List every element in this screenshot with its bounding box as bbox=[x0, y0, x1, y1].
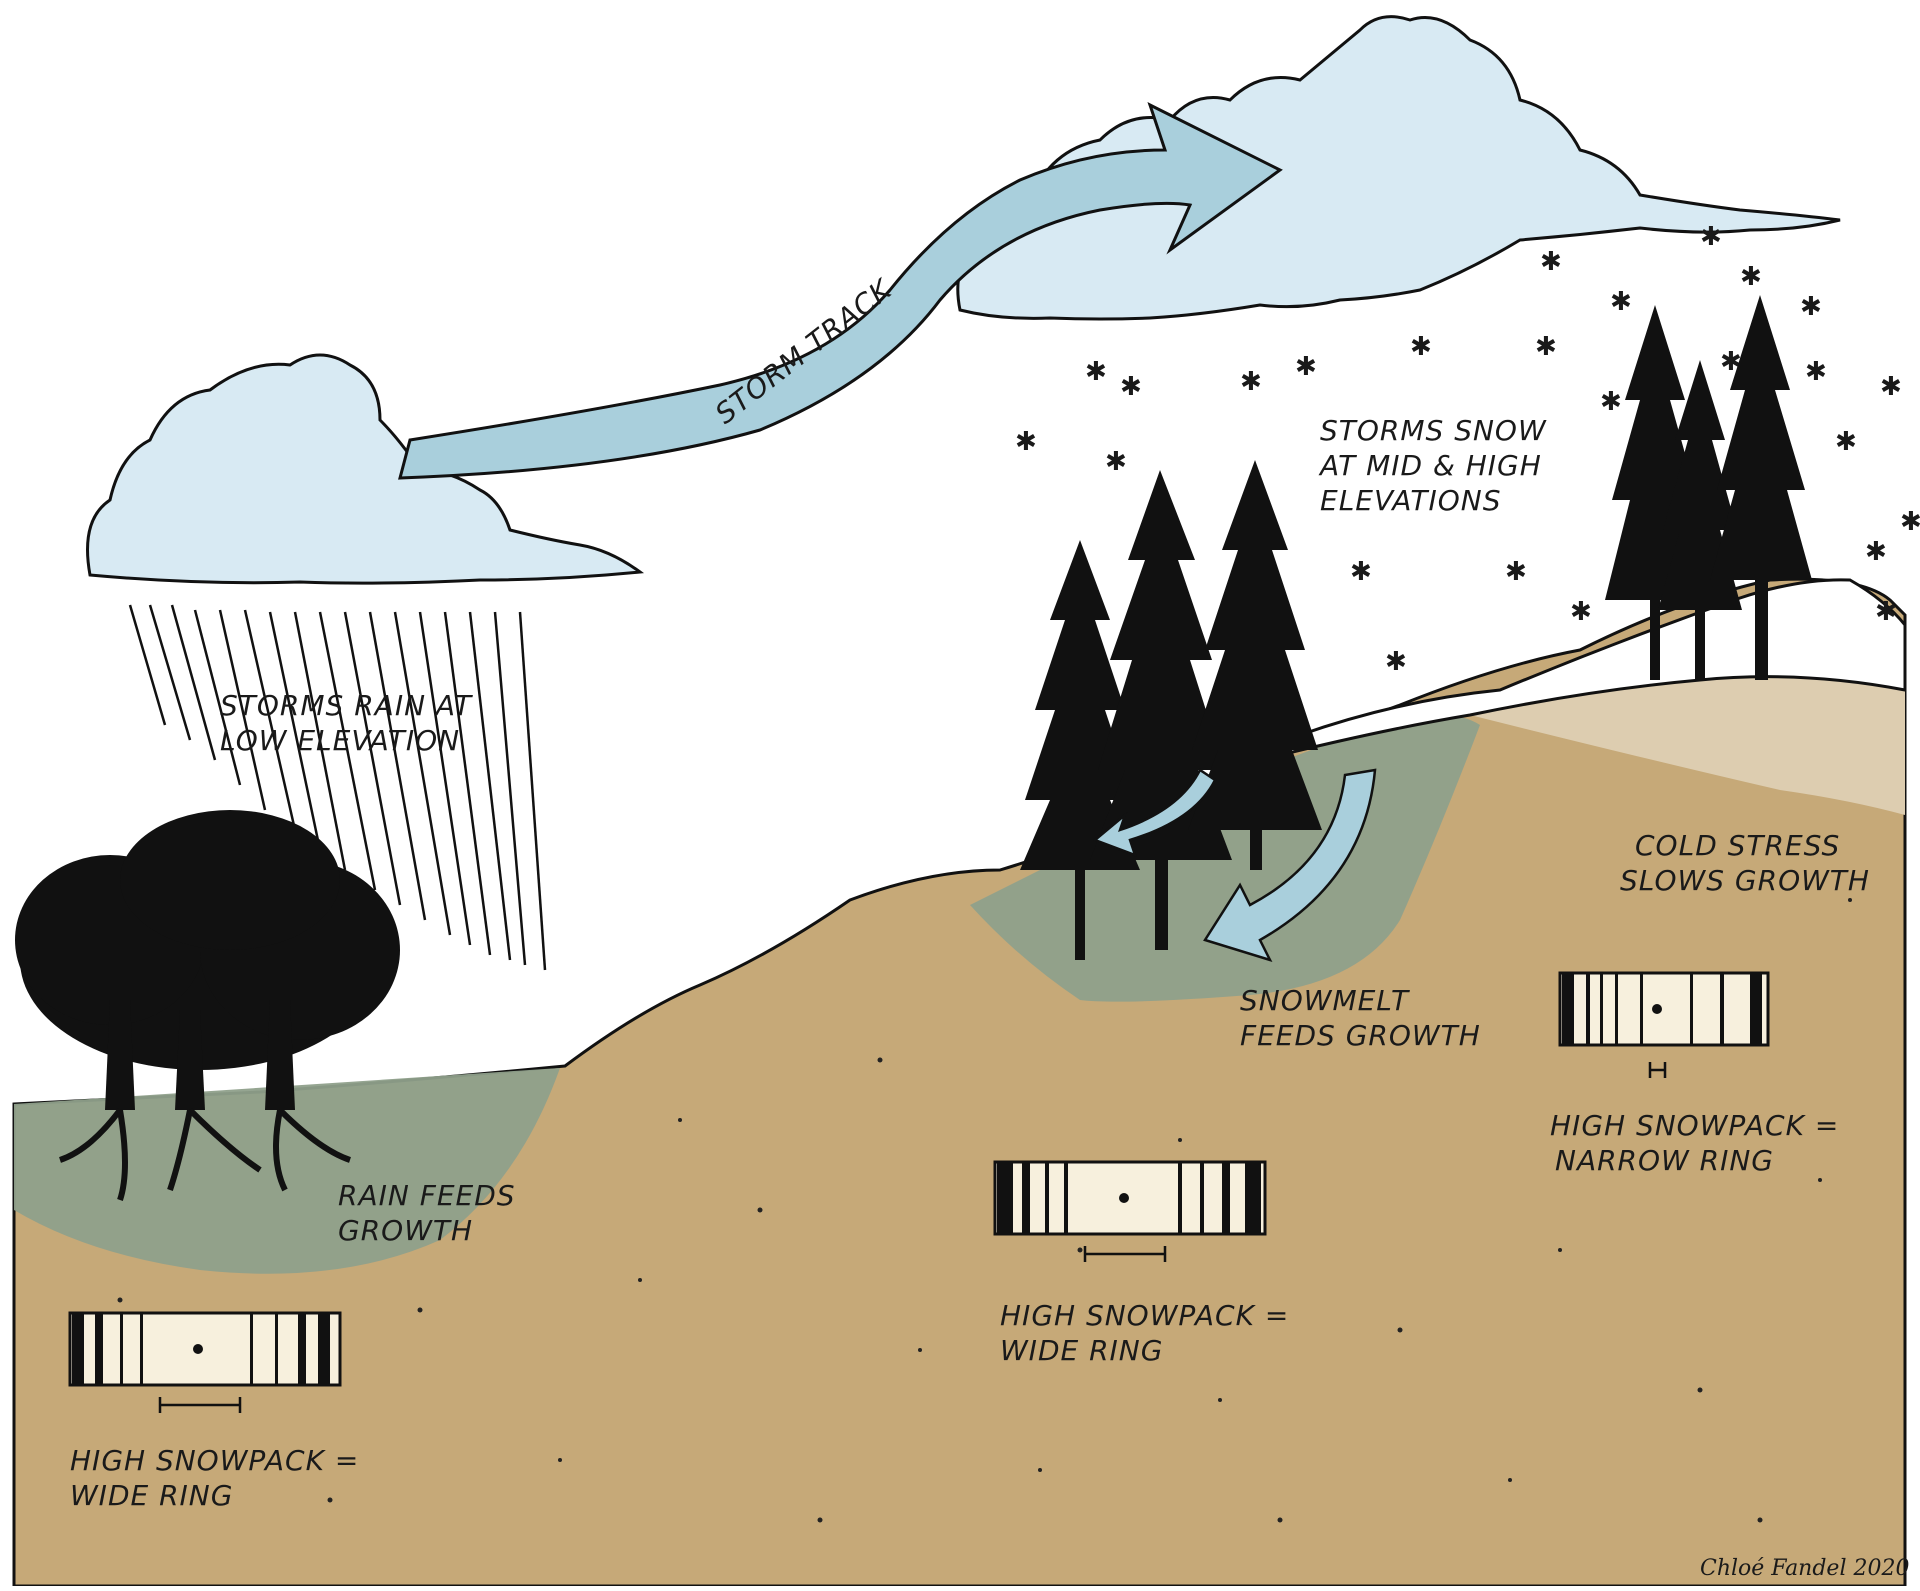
svg-text:✱: ✱ bbox=[1805, 357, 1827, 387]
svg-text:✱: ✱ bbox=[1105, 447, 1127, 477]
snowmelt-label-line1: SNOWMELT bbox=[1240, 984, 1410, 1017]
snowmelt-label-line2: FEEDS GROWTH bbox=[1240, 1019, 1481, 1052]
tree-ring-mid bbox=[993, 1160, 1267, 1262]
storm-track-arrow bbox=[398, 102, 1283, 480]
snowmelt-arrow-right bbox=[1203, 768, 1377, 963]
svg-text:✱: ✱ bbox=[1120, 372, 1142, 402]
svg-text:✱: ✱ bbox=[1385, 647, 1407, 677]
svg-text:✱: ✱ bbox=[1875, 597, 1897, 627]
svg-text:✱: ✱ bbox=[1350, 557, 1372, 587]
ring-high-label-line2: NARROW RING bbox=[1555, 1144, 1774, 1177]
svg-text:✱: ✱ bbox=[1505, 557, 1527, 587]
svg-text:✱: ✱ bbox=[1535, 332, 1557, 362]
snowmelt-arrow-left bbox=[1092, 768, 1217, 858]
svg-text:✱: ✱ bbox=[1240, 367, 1262, 397]
svg-text:✱: ✱ bbox=[1740, 262, 1762, 292]
snowpack bbox=[1213, 578, 1907, 787]
cold-stress-label-line2: SLOWS GROWTH bbox=[1620, 864, 1870, 897]
deciduous-trees bbox=[15, 810, 400, 1110]
svg-text:✱: ✱ bbox=[1865, 537, 1887, 567]
rain-streaks bbox=[128, 604, 547, 971]
snow-high-label-line1: STORMS SNOW bbox=[1320, 414, 1547, 447]
rain-feeds-label-line2: GROWTH bbox=[338, 1214, 473, 1247]
cold-soil bbox=[1470, 676, 1905, 815]
high-conifers bbox=[1605, 295, 1812, 680]
artist-credit: Chloé Fandel 2020 bbox=[1700, 1556, 1909, 1581]
snow-high-label-line2: AT MID & HIGH bbox=[1318, 449, 1542, 482]
deciduous-roots bbox=[58, 1107, 351, 1201]
low-cloud bbox=[86, 353, 645, 585]
rain-low-label-line1: STORMS RAIN AT bbox=[220, 689, 473, 722]
ring-low-label-line1: HIGH SNOWPACK = bbox=[70, 1444, 359, 1477]
snow-high-label-line3: ELEVATIONS bbox=[1320, 484, 1501, 517]
svg-text:✱: ✱ bbox=[1015, 427, 1037, 457]
svg-text:✱: ✱ bbox=[1800, 292, 1822, 322]
tree-ring-low bbox=[68, 1311, 342, 1413]
ring-mid-label-line1: HIGH SNOWPACK = bbox=[1000, 1299, 1289, 1332]
ring-low-label-line2: WIDE RING bbox=[70, 1479, 233, 1512]
ring-high-label-line1: HIGH SNOWPACK = bbox=[1550, 1109, 1839, 1142]
svg-text:✱: ✱ bbox=[1880, 372, 1902, 402]
cold-stress-label-line1: COLD STRESS bbox=[1635, 829, 1840, 862]
svg-text:✱: ✱ bbox=[1410, 332, 1432, 362]
svg-text:✱: ✱ bbox=[1085, 357, 1107, 387]
svg-text:✱: ✱ bbox=[1570, 597, 1592, 627]
ring-mid-label-line2: WIDE RING bbox=[1000, 1334, 1163, 1367]
svg-text:✱: ✱ bbox=[1700, 222, 1722, 252]
rain-moist-soil bbox=[14, 1068, 560, 1274]
rain-low-label-line2: LOW ELEVATION bbox=[220, 724, 460, 757]
svg-text:✱: ✱ bbox=[1540, 247, 1562, 277]
svg-text:✱: ✱ bbox=[1295, 352, 1317, 382]
svg-text:✱: ✱ bbox=[1600, 387, 1622, 417]
snowflakes: ✱ ✱ ✱ ✱ ✱ ✱ ✱ ✱ ✱ ✱ ✱ ✱ ✱ ✱ ✱ ✱ ✱ ✱ ✱ ✱ … bbox=[1015, 222, 1920, 677]
rain-feeds-label-line1: RAIN FEEDS bbox=[338, 1179, 516, 1212]
tree-ring-high bbox=[1558, 971, 1770, 1078]
svg-text:✱: ✱ bbox=[1610, 287, 1632, 317]
svg-text:✱: ✱ bbox=[1835, 427, 1857, 457]
svg-text:✱: ✱ bbox=[1900, 507, 1920, 537]
svg-text:✱: ✱ bbox=[1720, 347, 1742, 377]
